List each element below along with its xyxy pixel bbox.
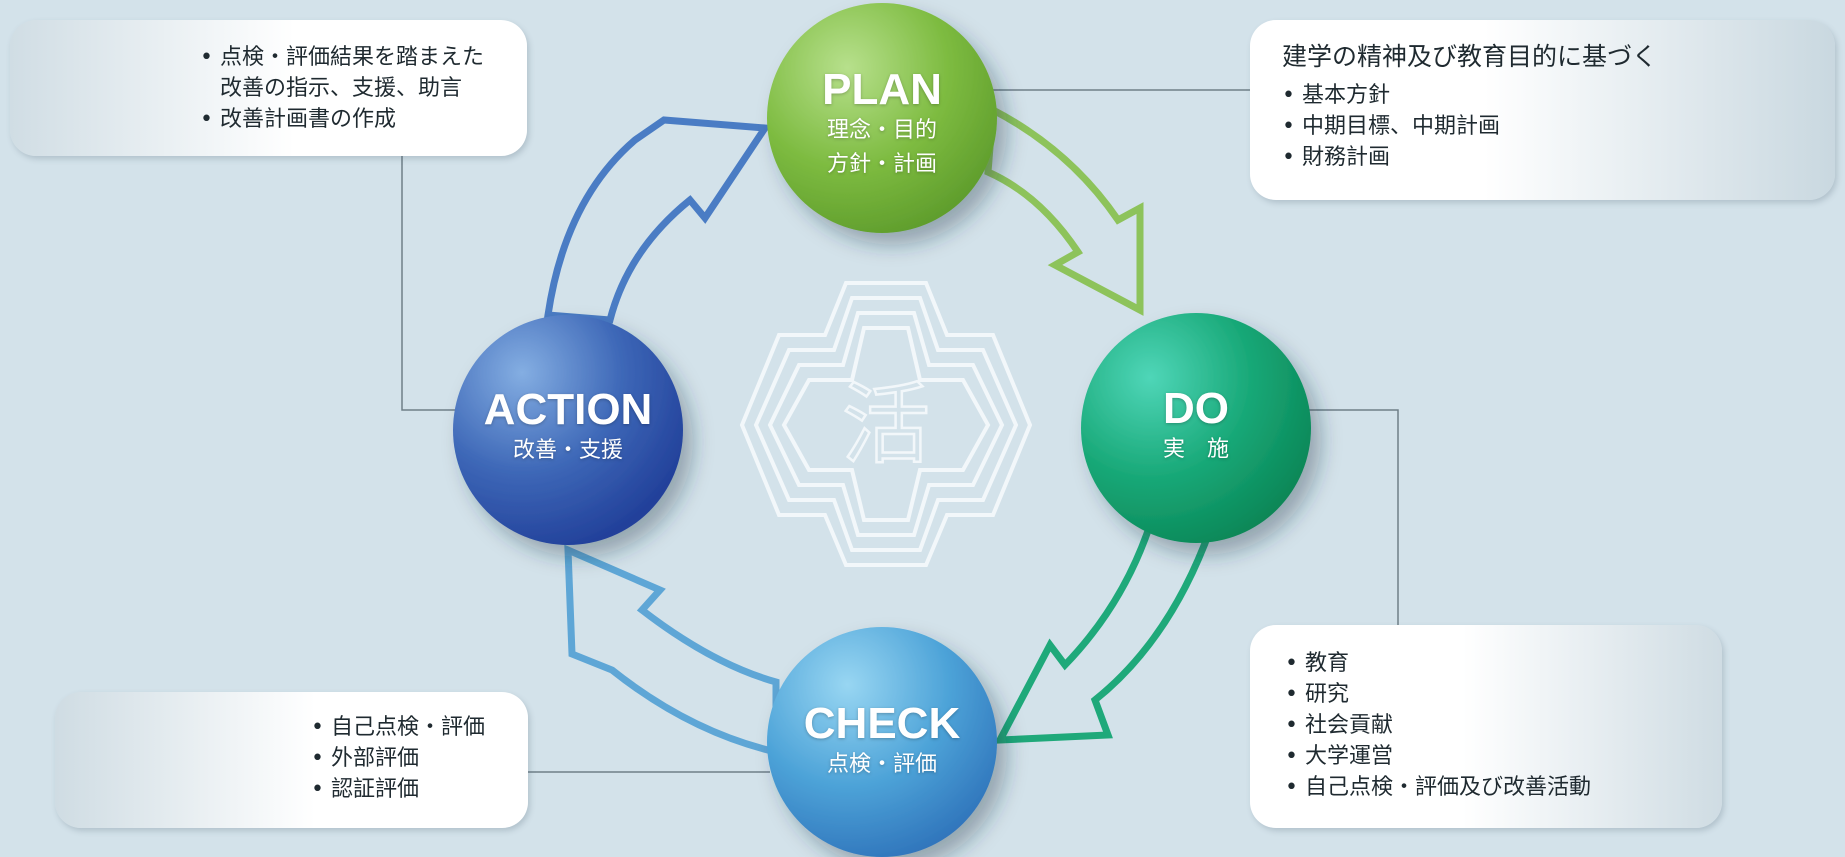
action-detail-box: 点検・評価結果を踏まえた 改善の指示、支援、助言 改善計画書の作成 — [10, 20, 527, 156]
list-item: 外部評価 — [311, 743, 528, 774]
plan-circle[interactable] — [767, 3, 997, 233]
list-item-continuation: 改善の指示、支援、助言 — [220, 76, 463, 101]
list-item: 自己点検・評価 — [311, 712, 528, 743]
list-item: 大学運営 — [1285, 741, 1722, 772]
do-sub: 実 施 — [1162, 437, 1229, 462]
list-item: 中期目標、中期計画 — [1282, 111, 1835, 142]
plan-sub-1: 理念・目的 — [826, 118, 937, 143]
do-label: DO 実 施 — [1096, 385, 1296, 467]
list-item: 認証評価 — [311, 774, 528, 805]
action-detail-list: 点検・評価結果を踏まえた 改善の指示、支援、助言 改善計画書の作成 — [200, 42, 527, 135]
connector-do — [1308, 409, 1399, 625]
do-detail-box: 教育 研究 社会貢献 大学運営 自己点検・評価及び改善活動 — [1250, 625, 1722, 828]
arrow-do-to-check — [994, 521, 1215, 744]
check-circle[interactable] — [767, 627, 997, 857]
plan-title: PLAN — [822, 65, 942, 114]
list-item: 点検・評価結果を踏まえた — [200, 42, 527, 73]
plan-detail-list: 基本方針 中期目標、中期計画 財務計画 — [1282, 80, 1835, 173]
plan-detail-heading: 建学の精神及び教育目的に基づく — [1282, 42, 1658, 71]
action-circle[interactable] — [453, 315, 683, 545]
do-circle[interactable] — [1081, 313, 1311, 543]
do-detail-list: 教育 研究 社会貢献 大学運営 自己点検・評価及び改善活動 — [1285, 648, 1722, 803]
arrow-check-to-action — [564, 544, 780, 757]
check-detail-box: 自己点検・評価 外部評価 認証評価 — [55, 692, 528, 828]
list-item: 教育 — [1285, 648, 1722, 679]
list-item: 財務計画 — [1282, 142, 1835, 173]
check-sub: 点検・評価 — [826, 752, 937, 777]
plan-sub-2: 方針・計画 — [826, 152, 937, 177]
plan-detail-box: 建学の精神及び教育目的に基づく 基本方針 中期目標、中期計画 財務計画 — [1250, 20, 1835, 200]
list-item: 研究 — [1285, 679, 1722, 710]
connector-lines — [401, 89, 1399, 773]
list-item: 社会貢献 — [1285, 710, 1722, 741]
list-item: 自己点検・評価及び改善活動 — [1285, 772, 1722, 803]
arrow-plan-to-do — [984, 104, 1144, 316]
check-detail-list: 自己点検・評価 外部評価 認証評価 — [311, 712, 528, 805]
action-label: ACTION 改善・支援 — [448, 386, 688, 468]
emblem-glyph: 活 — [842, 373, 930, 476]
action-title: ACTION — [483, 385, 653, 434]
university-emblem — [739, 281, 1033, 567]
check-label: CHECK 点検・評価 — [762, 700, 1002, 782]
cycle-arrows — [543, 104, 1215, 757]
check-title: CHECK — [803, 699, 961, 748]
plan-label: PLAN 理念・目的 方針・計画 — [782, 66, 982, 182]
connector-action — [401, 156, 456, 411]
action-sub: 改善・支援 — [512, 438, 623, 463]
do-title: DO — [1163, 384, 1229, 433]
list-item: 改善計画書の作成 — [200, 104, 527, 135]
list-item: 基本方針 — [1282, 80, 1835, 111]
arrow-action-to-plan — [543, 116, 772, 324]
